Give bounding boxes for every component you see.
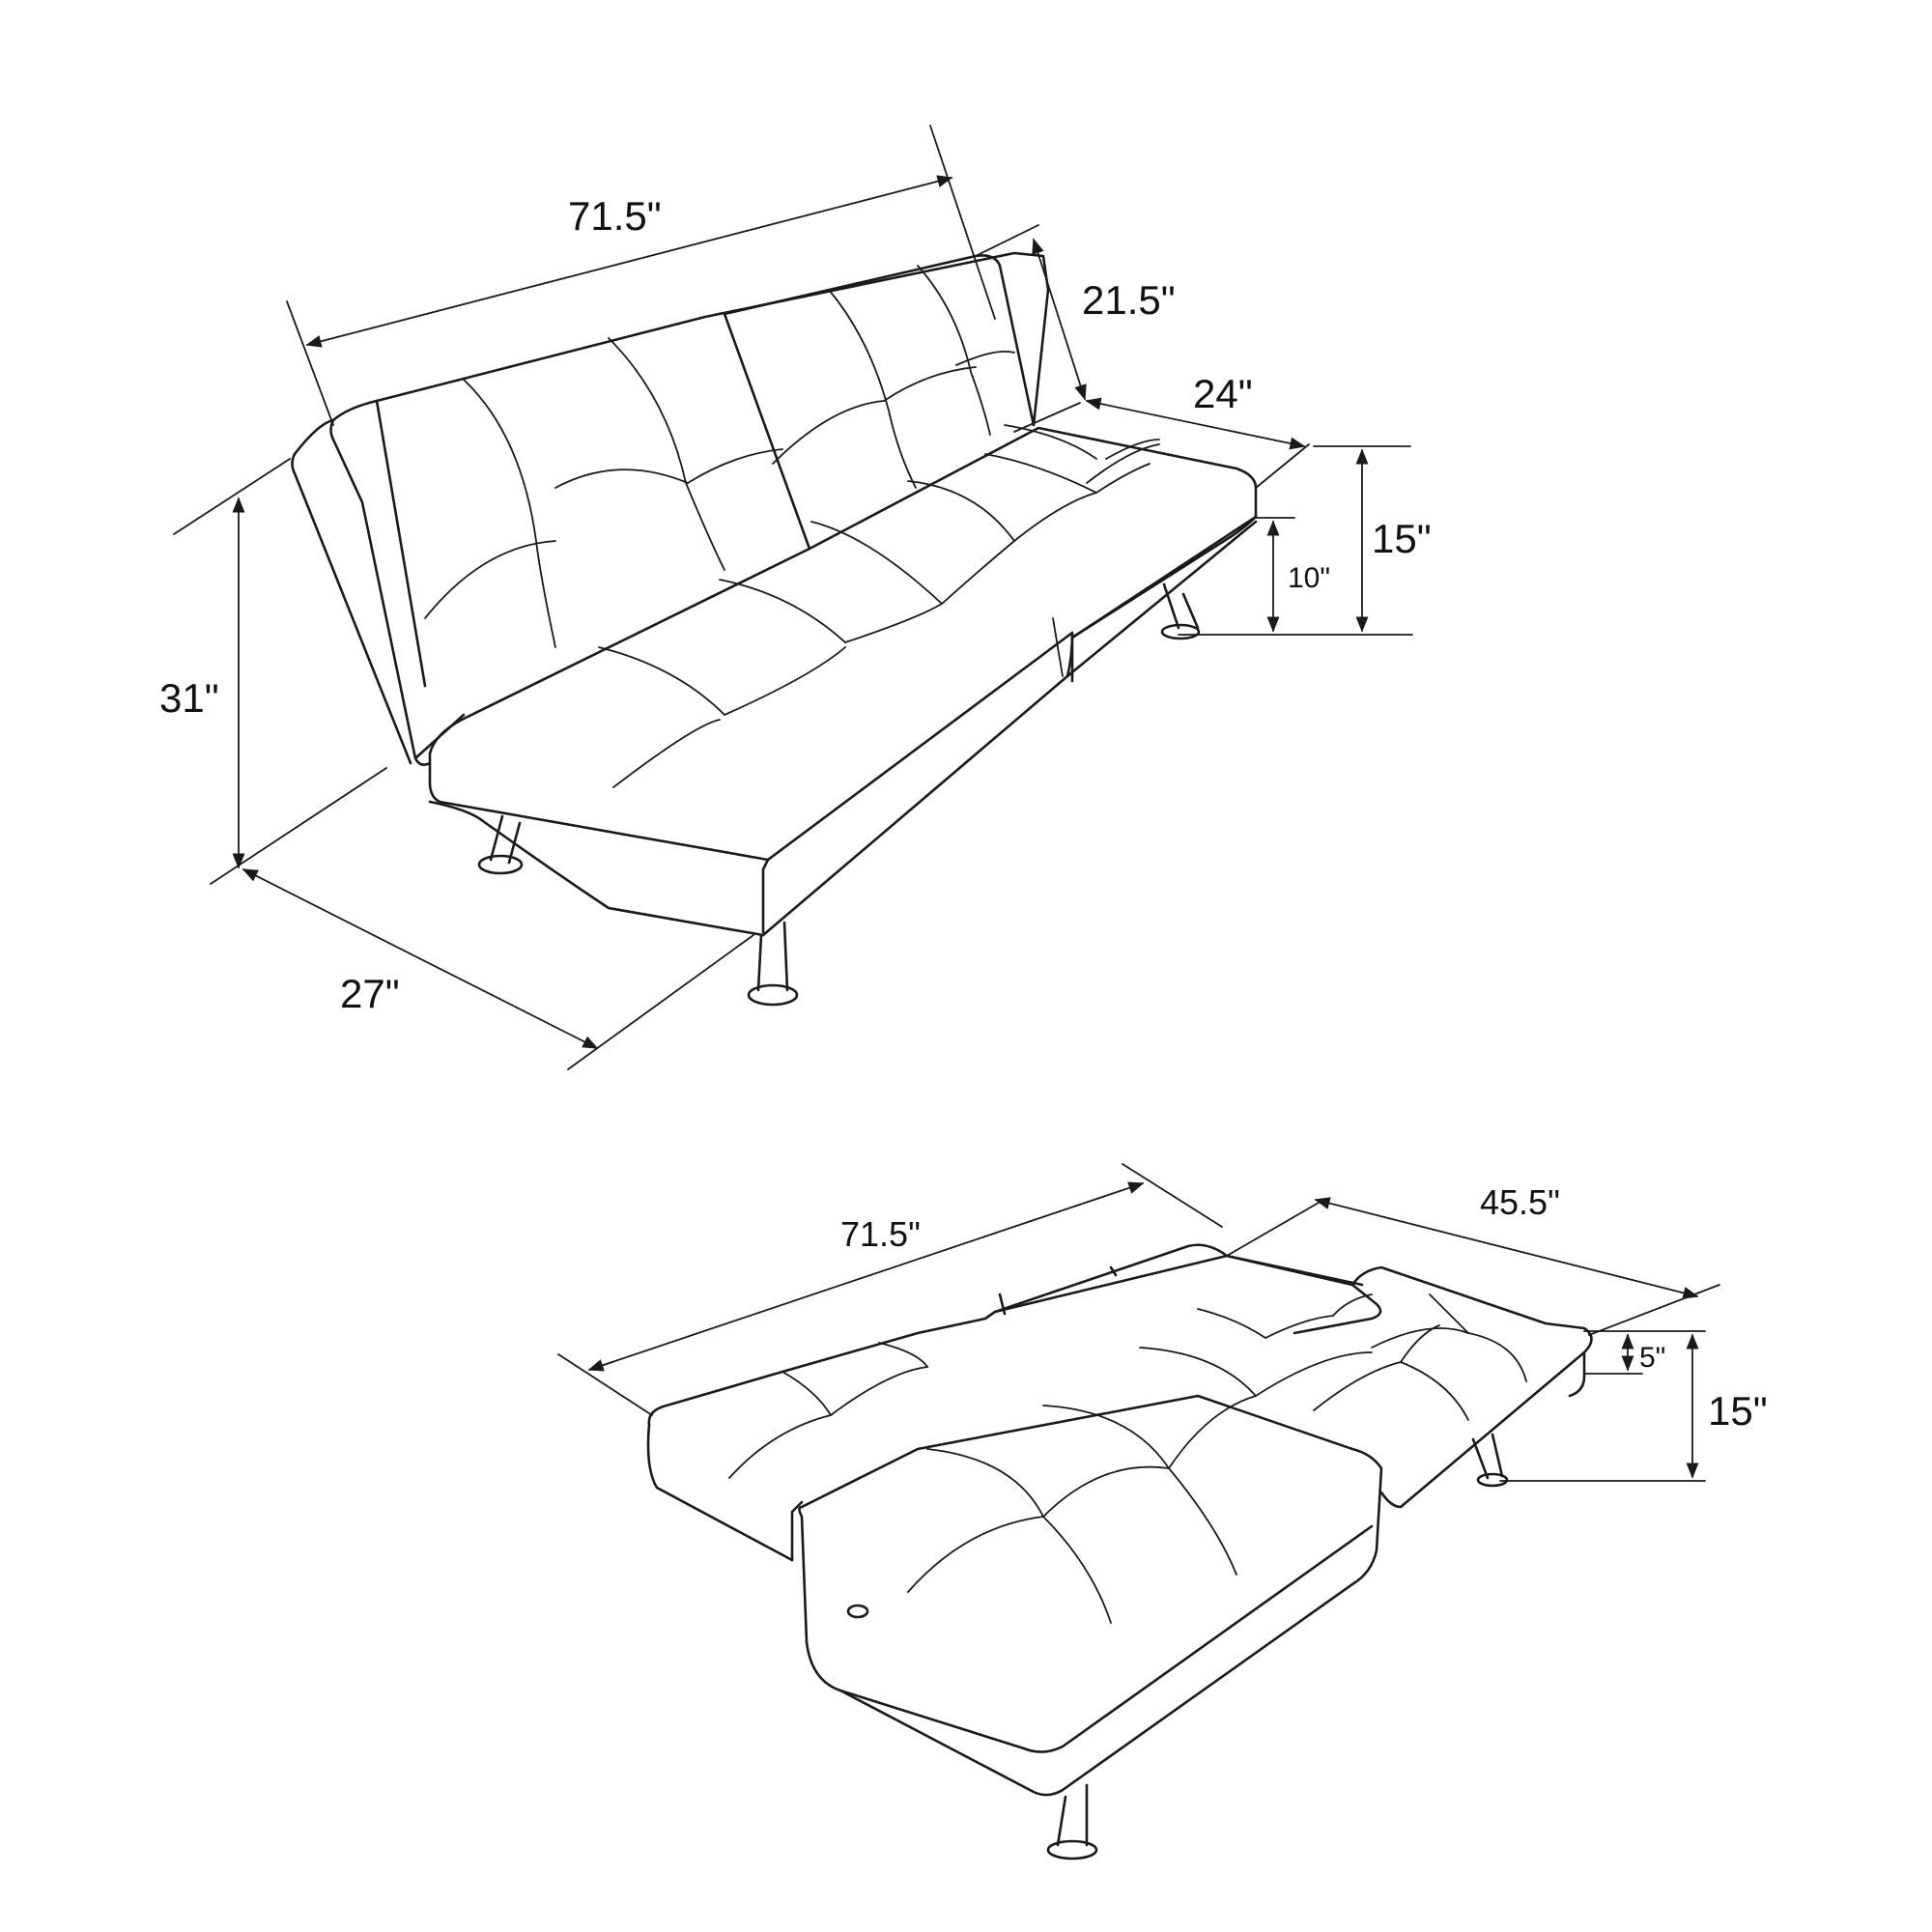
upright-width-label: 71.5" bbox=[568, 193, 662, 239]
bed-length-label: 45.5" bbox=[1480, 1182, 1560, 1222]
upright-back-height-label: 21.5" bbox=[1082, 277, 1176, 323]
upright-overall-height-label: 31" bbox=[159, 675, 219, 721]
bed-height-label: 15" bbox=[1708, 1388, 1768, 1434]
sofa-legs bbox=[477, 582, 1201, 1007]
seat-top-outline bbox=[428, 426, 1258, 755]
bed-legs bbox=[846, 1433, 1509, 1861]
backrest-outline bbox=[329, 251, 1050, 766]
upright-dimension-lines bbox=[173, 125, 1413, 1070]
sofa-bed-drawing bbox=[646, 1243, 1593, 1861]
upright-seat-height-label: 15" bbox=[1372, 516, 1432, 561]
upright-seat-depth-label: 24" bbox=[1193, 371, 1253, 416]
upright-leg-height-label: 10" bbox=[1288, 562, 1330, 594]
bed-front-cushion bbox=[798, 1394, 1383, 1797]
bed-cushion-thickness-label: 5" bbox=[1639, 1342, 1665, 1374]
upright-overall-depth-label: 27" bbox=[340, 971, 400, 1016]
sofa-upright-drawing bbox=[291, 251, 1258, 1007]
bed-dimension-lines bbox=[557, 1163, 1720, 1482]
bed-width-label: 71.5" bbox=[840, 1214, 921, 1254]
backrest-center-seam bbox=[723, 312, 811, 551]
